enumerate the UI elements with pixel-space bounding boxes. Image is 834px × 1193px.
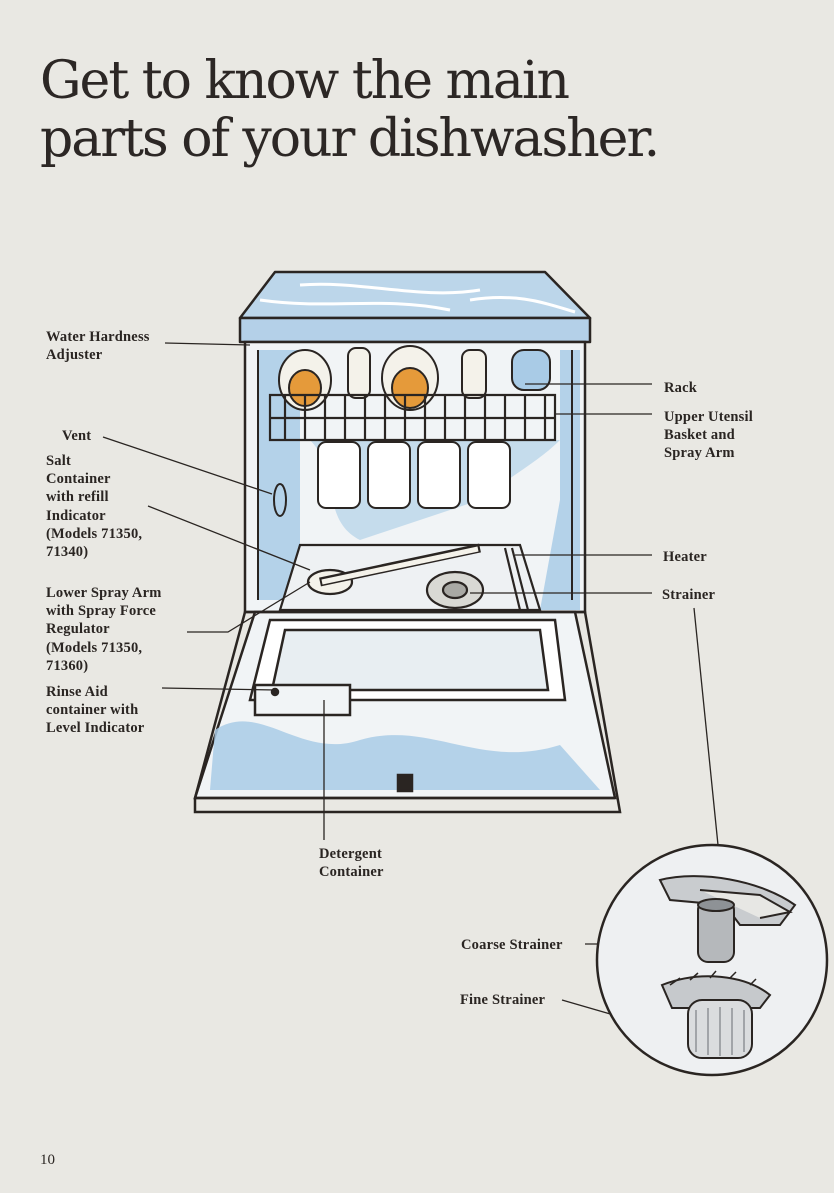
label-vent: Vent (62, 428, 92, 444)
inner-tubs (317, 441, 511, 509)
door (193, 610, 622, 814)
label-coarse-strainer: Coarse Strainer (461, 937, 563, 953)
page-title: Get to know the main parts of your dishw… (40, 52, 800, 168)
label-rinse-aid-container: Rinse Aid container with Level Indicator (46, 684, 145, 737)
label-rack: Rack (664, 380, 698, 396)
label-heater: Heater (663, 549, 707, 565)
label-fine-strainer: Fine Strainer (460, 992, 546, 1008)
vent-shape (273, 483, 287, 517)
label-water-hardness-adjuster: Water Hardness Adjuster (46, 329, 150, 364)
label-lower-spray-arm: Lower Spray Arm with Spray Force Regulat… (46, 585, 162, 674)
label-upper-utensil-basket: Upper Utensil Basket and Spray Arm (664, 409, 753, 462)
label-detergent-container: Detergent Container (319, 846, 384, 881)
title-line-2: parts of your dishwasher. (40, 109, 660, 169)
title-line-1: Get to know the main (40, 51, 570, 111)
leader-lines (102, 342, 719, 1041)
page-number: 10 (40, 1152, 55, 1168)
label-salt-container: Salt Container with refill Indicator (Mo… (46, 453, 143, 561)
label-strainer: Strainer (662, 587, 716, 603)
strainer-inset (595, 843, 829, 1077)
upper-rack (268, 393, 557, 442)
worktop (238, 270, 592, 344)
lower-basin (278, 543, 542, 612)
